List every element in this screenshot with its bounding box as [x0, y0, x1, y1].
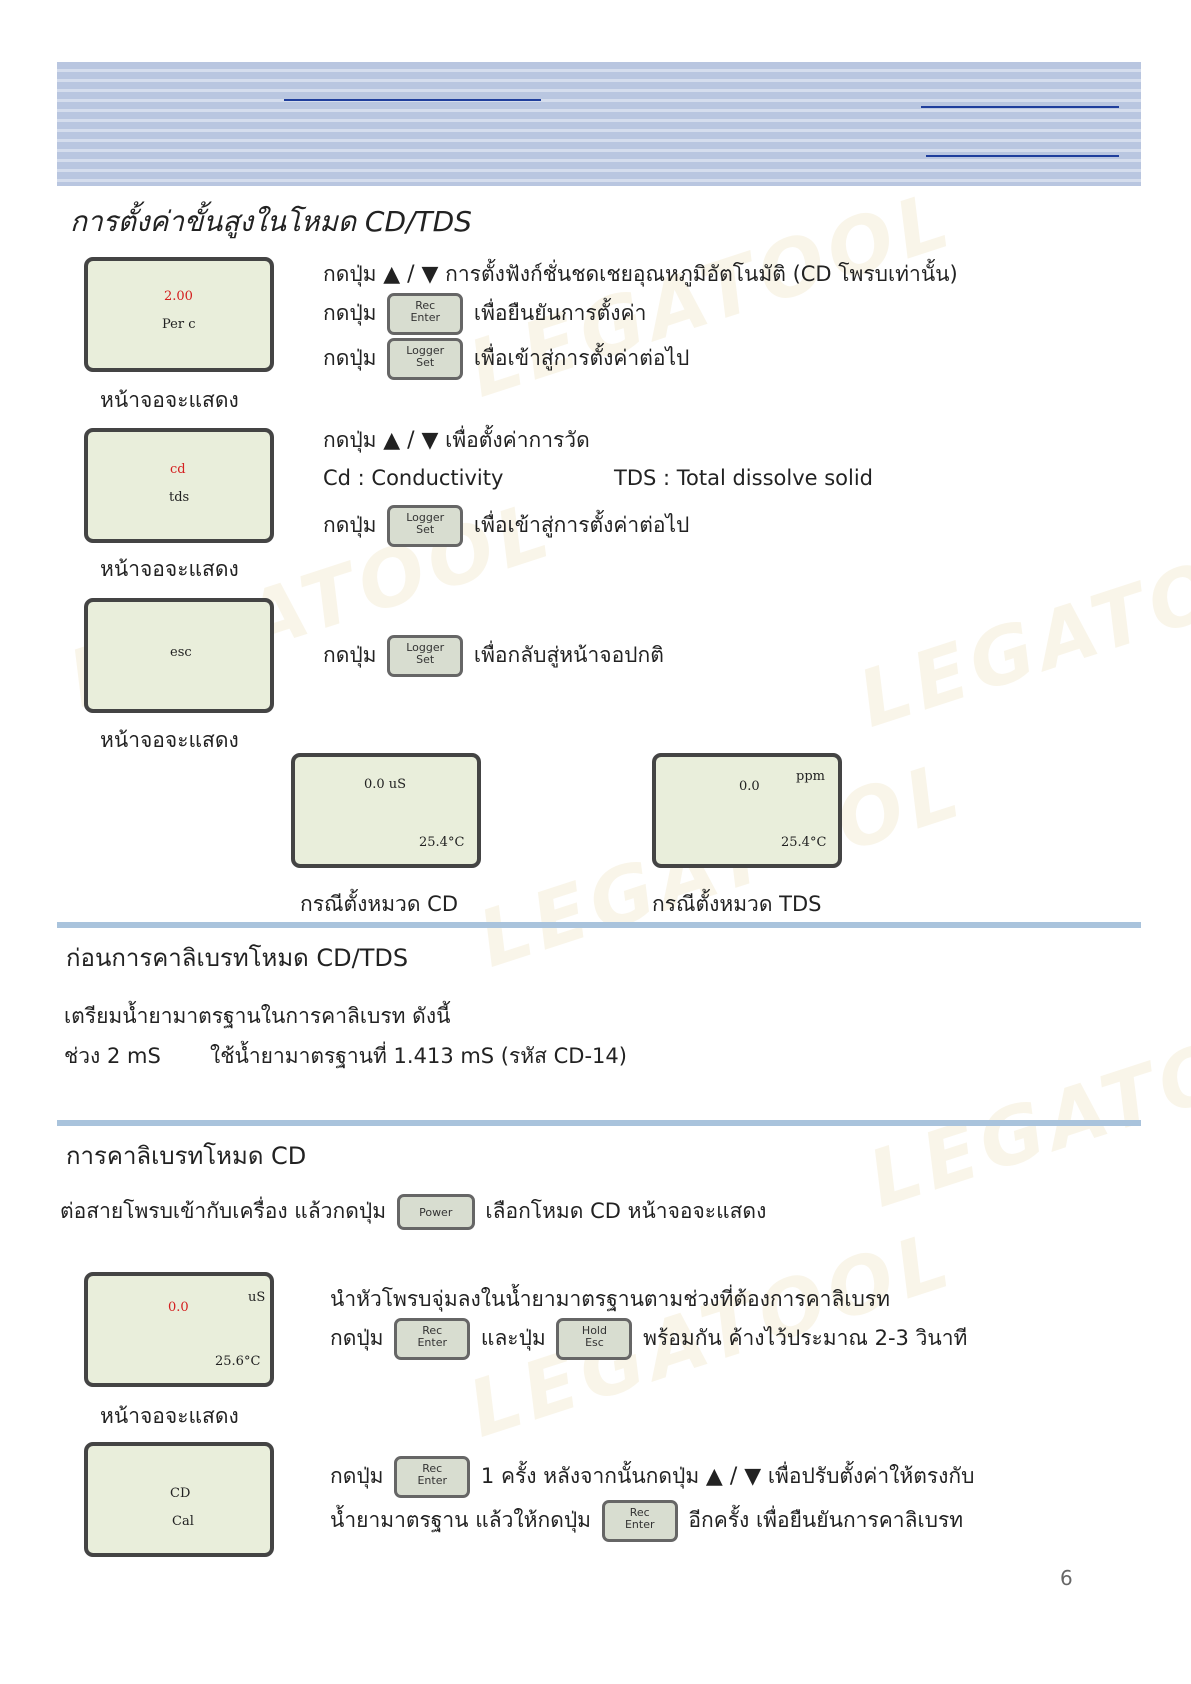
section-divider: [57, 922, 1141, 928]
lcd-screen-calibration: 0.0 uS 25.6°C: [84, 1272, 274, 1387]
tds-definition: TDS : Total dissolve solid: [614, 466, 874, 490]
lcd-label: Per c: [162, 317, 196, 332]
lcd-option: cd: [170, 462, 186, 477]
lcd-reading: 0.0: [168, 1300, 189, 1315]
lcd-unit: uS: [248, 1290, 266, 1305]
screen-caption: กรณีตั้งหมวด TDS: [652, 892, 822, 916]
up-down-arrows-icon: ▲ / ▼: [383, 262, 439, 287]
lcd-temperature: 25.4°C: [419, 835, 465, 850]
section-title-pre-calibration: ก่อนการคาลิเบรทโหมด CD/TDS: [66, 944, 409, 972]
up-down-arrows-icon: ▲ / ▼: [383, 428, 439, 453]
lcd-screen-cd-cal: CD Cal: [84, 1442, 274, 1557]
lcd-screen-tds-mode: 0.0 ppm 25.4°C: [652, 753, 842, 868]
lcd-label: Cal: [172, 1514, 194, 1529]
screen-caption: หน้าจอจะแสดง: [100, 1404, 239, 1428]
lcd-temperature: 25.6°C: [215, 1354, 261, 1369]
section-title-cd-calibration: การคาลิเบรทโหมด CD: [66, 1142, 307, 1170]
lcd-option: tds: [169, 490, 190, 505]
page-title: การตั้งค่าขั้นสูงในโหมด CD/TDS: [70, 205, 472, 238]
lcd-screen-cd-mode: 0.0 uS 25.4°C: [291, 753, 481, 868]
screen-caption: หน้าจอจะแสดง: [100, 557, 239, 581]
cd-definition: Cd : Conductivity: [323, 466, 504, 490]
lcd-label: esc: [170, 645, 192, 660]
lcd-screen-cd-tds: cd tds: [84, 428, 274, 543]
page-number: 6: [1060, 1566, 1073, 1590]
calibration-solution: ใช้น้ำยามาตรฐานที่ 1.413 mS (รหัส CD-14): [210, 1044, 627, 1068]
calibration-range: ช่วง 2 mS: [64, 1044, 161, 1068]
lcd-label: CD: [170, 1486, 191, 1501]
up-down-arrows-icon: ▲ / ▼: [705, 1464, 762, 1489]
lcd-screen-esc: esc: [84, 598, 274, 713]
watermark: LEGATOOL: [848, 504, 1191, 746]
header-line-3: [926, 155, 1119, 157]
instruction-line: กดปุ่ม ▲ / ▼ เพื่อตั้งค่าการวัด: [323, 428, 590, 453]
lcd-value: 2.00: [164, 289, 193, 304]
section-divider: [57, 1120, 1141, 1126]
lcd-reading: 0.0 uS: [364, 777, 407, 792]
lcd-screen-per-c: 2.00 Per c: [84, 257, 274, 372]
screen-caption: หน้าจอจะแสดง: [100, 728, 239, 752]
header-line-2: [921, 106, 1119, 108]
power-button[interactable]: Power: [396, 1194, 475, 1230]
screen-caption: หน้าจอจะแสดง: [100, 388, 239, 412]
screen-caption: กรณีตั้งหมวด CD: [300, 892, 458, 916]
lcd-temperature: 25.4°C: [781, 835, 827, 850]
header-band: [57, 62, 1141, 186]
pre-calibration-text: เตรียมน้ำยามาตรฐานในการคาลิเบรท ดังนี้: [64, 1004, 451, 1028]
header-line-1: [284, 99, 541, 101]
lcd-unit: ppm: [796, 769, 825, 784]
instruction-line: กดปุ่ม ▲ / ▼ การตั้งฟังก์ชั่นชดเชยอุณหภู…: [323, 262, 958, 287]
watermark: LEGATOOL: [858, 984, 1191, 1226]
instruction-line: ต่อสายโพรบเข้ากับเครื่อง แล้วกดปุ่ม Powe…: [60, 1194, 766, 1230]
lcd-reading: 0.0: [739, 779, 760, 794]
instruction-line: นำหัวโพรบจุ่มลงในน้ำยามาตรฐานตามช่วงที่ต…: [330, 1287, 890, 1311]
